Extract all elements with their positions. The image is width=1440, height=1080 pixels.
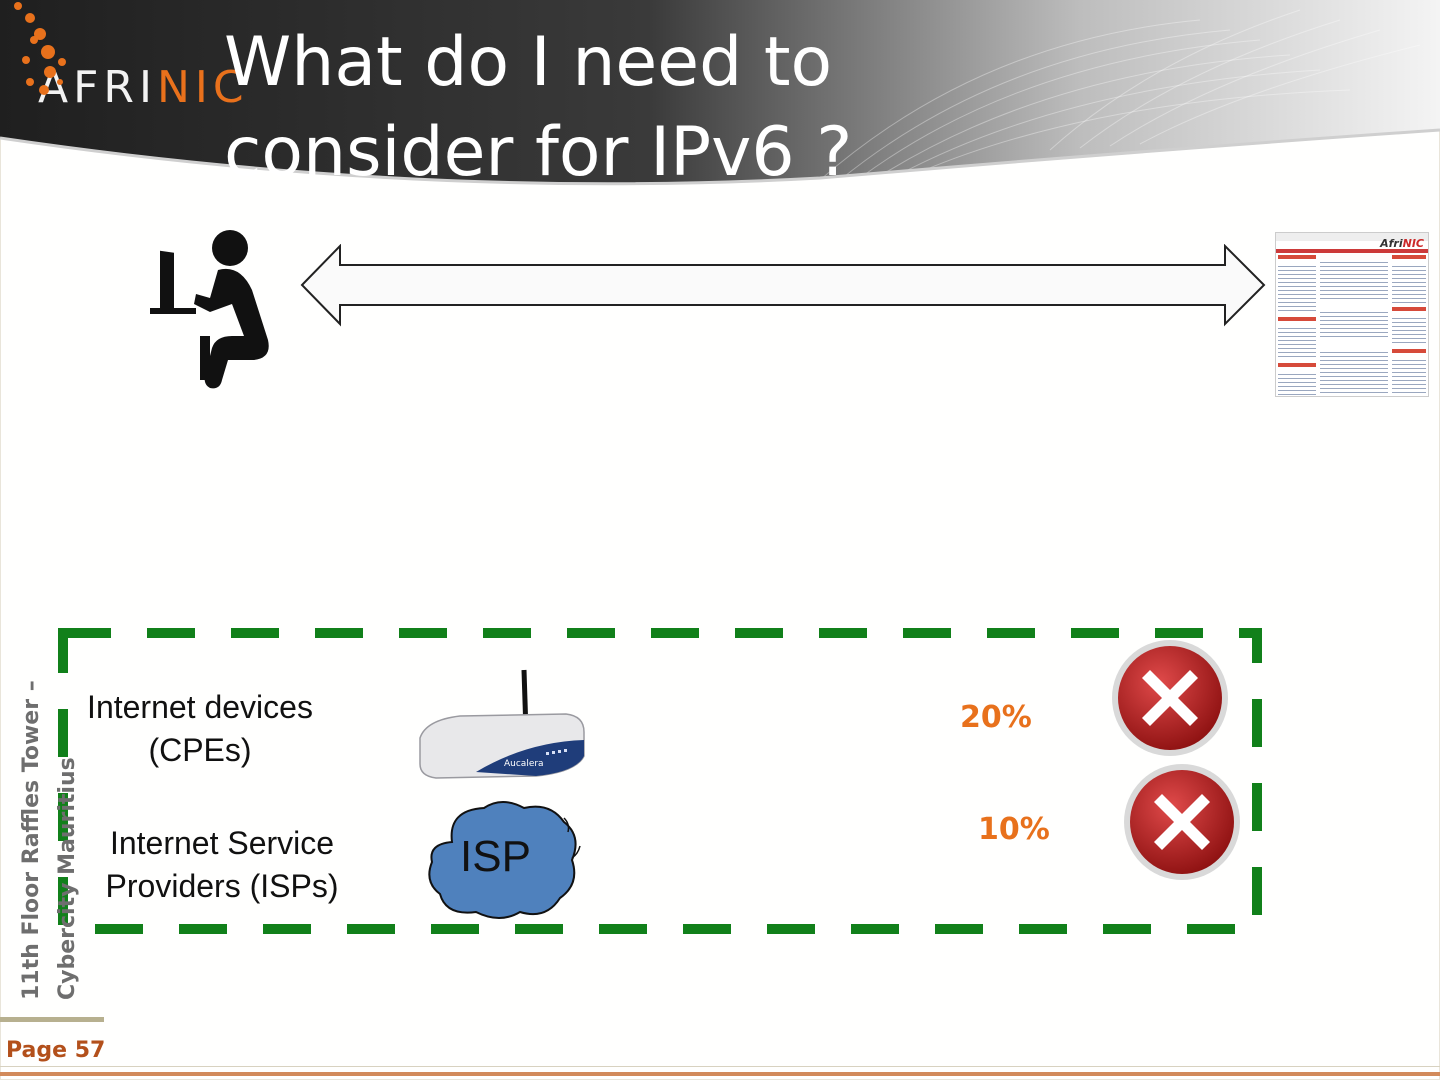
person-at-computer-icon <box>140 220 300 395</box>
address-side-text: 11th Floor Raffles Tower – Cybercity Mau… <box>14 560 86 1000</box>
slide-title: What do I need to consider for IPv6 ? <box>224 18 1124 190</box>
row-percent-isps: 10% <box>978 812 1050 847</box>
row-percent-cpes: 20% <box>960 700 1032 735</box>
header-banner: AFRINIC What do I need to consider for I… <box>0 0 1440 190</box>
router-icon: Aucalera <box>416 668 588 784</box>
cloud-label: ISP <box>460 832 531 882</box>
svg-text:Aucalera: Aucalera <box>504 759 544 769</box>
footer-bars <box>0 1066 1440 1076</box>
x-icon <box>1120 760 1244 884</box>
row-label-cpes: Internet devices (CPEs) <box>70 686 330 772</box>
double-arrow-icon <box>300 244 1270 328</box>
logo-dots-icon <box>0 0 90 110</box>
afrinic-website-thumbnail: AfriNIC <box>1275 232 1429 397</box>
page-number: Page 57 <box>6 1038 105 1063</box>
page-divider <box>0 1017 104 1022</box>
row-label-isps: Internet Service Providers (ISPs) <box>82 822 362 908</box>
x-icon <box>1108 636 1232 760</box>
